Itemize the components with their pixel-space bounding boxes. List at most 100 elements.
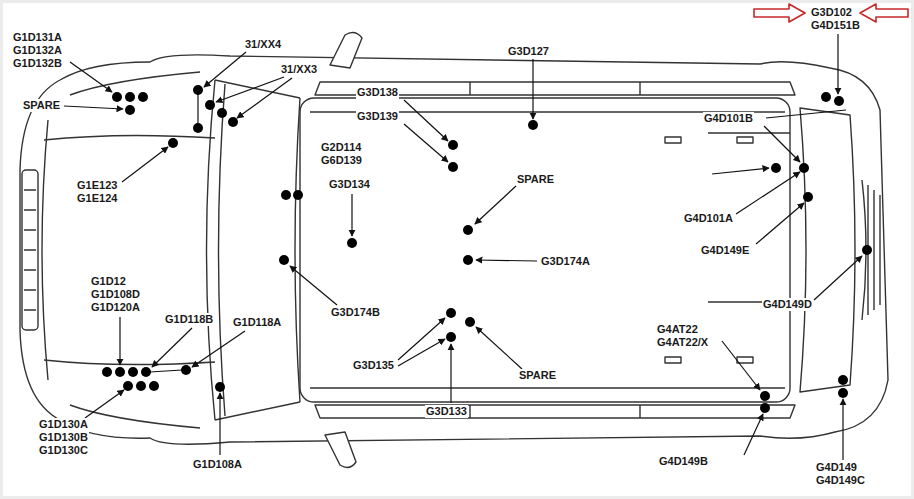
leader-line [756,203,804,244]
background-panel [3,3,911,496]
ground-point-label: G4D149 [815,461,858,474]
ground-point-dot [193,85,203,95]
ground-point-dot [803,192,813,202]
leader-line [404,124,448,162]
ground-point-dot [448,162,458,172]
car-body [737,137,753,143]
leader-line [351,194,352,236]
leader-line [70,62,112,92]
car-body [470,82,640,95]
leader-line [192,331,245,367]
leader-line [219,393,220,455]
leader-line [712,168,769,174]
ground-point-label: G3D127 [507,45,550,58]
highlight-arrow [860,4,908,22]
ground-point-dot [125,92,135,102]
car-body [300,98,790,402]
car-body [44,135,215,140]
car-body [207,80,216,420]
ground-point-label: SPARE [516,173,555,186]
ground-point-dot [141,367,151,377]
ground-point-label: 31/XX3 [280,63,318,76]
ground-point-label: G1E124 [76,192,118,205]
ground-point-dot [125,105,135,115]
car-body [330,33,362,68]
ground-point-dot [228,117,238,127]
ground-point-label: SPARE [518,369,557,382]
ground-point-dot [115,367,125,377]
car-body [665,137,681,143]
car-body [665,357,681,363]
leader-line [404,100,448,141]
ground-point-label: G3D174B [330,306,381,319]
ground-point-dot [771,163,781,173]
ground-point-label: G4D101B [703,112,754,125]
ground-point-label: G4D151B [810,19,861,32]
car-body [470,405,640,418]
car-body [22,170,38,330]
leader-line [475,186,516,224]
ground-point-label: G1D108A [192,458,243,471]
ground-point-dot [446,308,456,318]
leader-line [85,390,124,418]
ground-point-dot [168,138,178,148]
ground-point-dot [205,100,215,110]
leader-line [204,52,246,87]
ground-point-label: G1D118A [232,316,282,329]
leader-line [216,77,284,102]
leader-line [842,399,843,460]
ground-point-label: G4D149D [762,298,813,311]
ground-point-label: G3D134 [328,178,371,191]
ground-point-dot [834,96,844,106]
ground-point-dot [102,367,112,377]
car-body [295,98,300,402]
leader-line [722,341,760,390]
ground-point-dot [760,403,770,413]
ground-point-label: G1D132B [12,57,63,70]
ground-point-dot [821,92,831,102]
ground-point-label: G3D138 [356,86,399,99]
leader-line [766,110,846,118]
ground-point-label: G1D132A [12,44,63,57]
leader-line [152,328,192,367]
ground-point-label: G3D102 [810,6,853,19]
car-body [20,33,888,468]
leader-line [450,344,451,403]
ground-point-label: G3D174A [540,255,591,268]
ground-point-label: G1D120A [90,301,141,314]
leader-line [837,34,838,94]
leader-line [197,90,198,128]
ground-point-label: G4D101A [683,212,734,225]
ground-point-label: G4D149C [815,474,866,487]
leader-line [237,78,292,118]
ground-point-dot [347,238,357,248]
car-body [315,405,795,418]
leader-line [398,318,445,360]
ground-point-label: G4AT22/X [656,336,709,349]
ground-point-label: 31/XX4 [244,38,282,51]
leader-line [744,414,763,455]
ground-point-label: G1D130A [38,418,89,431]
car-body [42,120,48,380]
leader-line [814,256,862,300]
leader-line [64,34,862,460]
ground-point-dot [193,123,203,133]
car-body [20,55,888,444]
ground-point-dot [465,317,475,327]
ground-point-dot [136,381,146,391]
ground-point-label: G6D139 [320,154,363,167]
leader-line [398,339,445,366]
ground-point-dot [446,332,456,342]
ground-point-dot [528,120,538,130]
ground-point-label: G4AT22 [656,323,699,336]
car-body [737,357,753,363]
ground-point-label: G1D12 [90,275,127,288]
ground-point-label: G1D108D [90,288,141,301]
ground-point-label: G1D118B [164,313,214,326]
car-body [310,112,785,388]
ground-point-dot [838,375,848,385]
ground-point-label: G1D130B [38,431,89,444]
ground-point-dot [128,367,138,377]
ground-point-dot [448,140,458,150]
